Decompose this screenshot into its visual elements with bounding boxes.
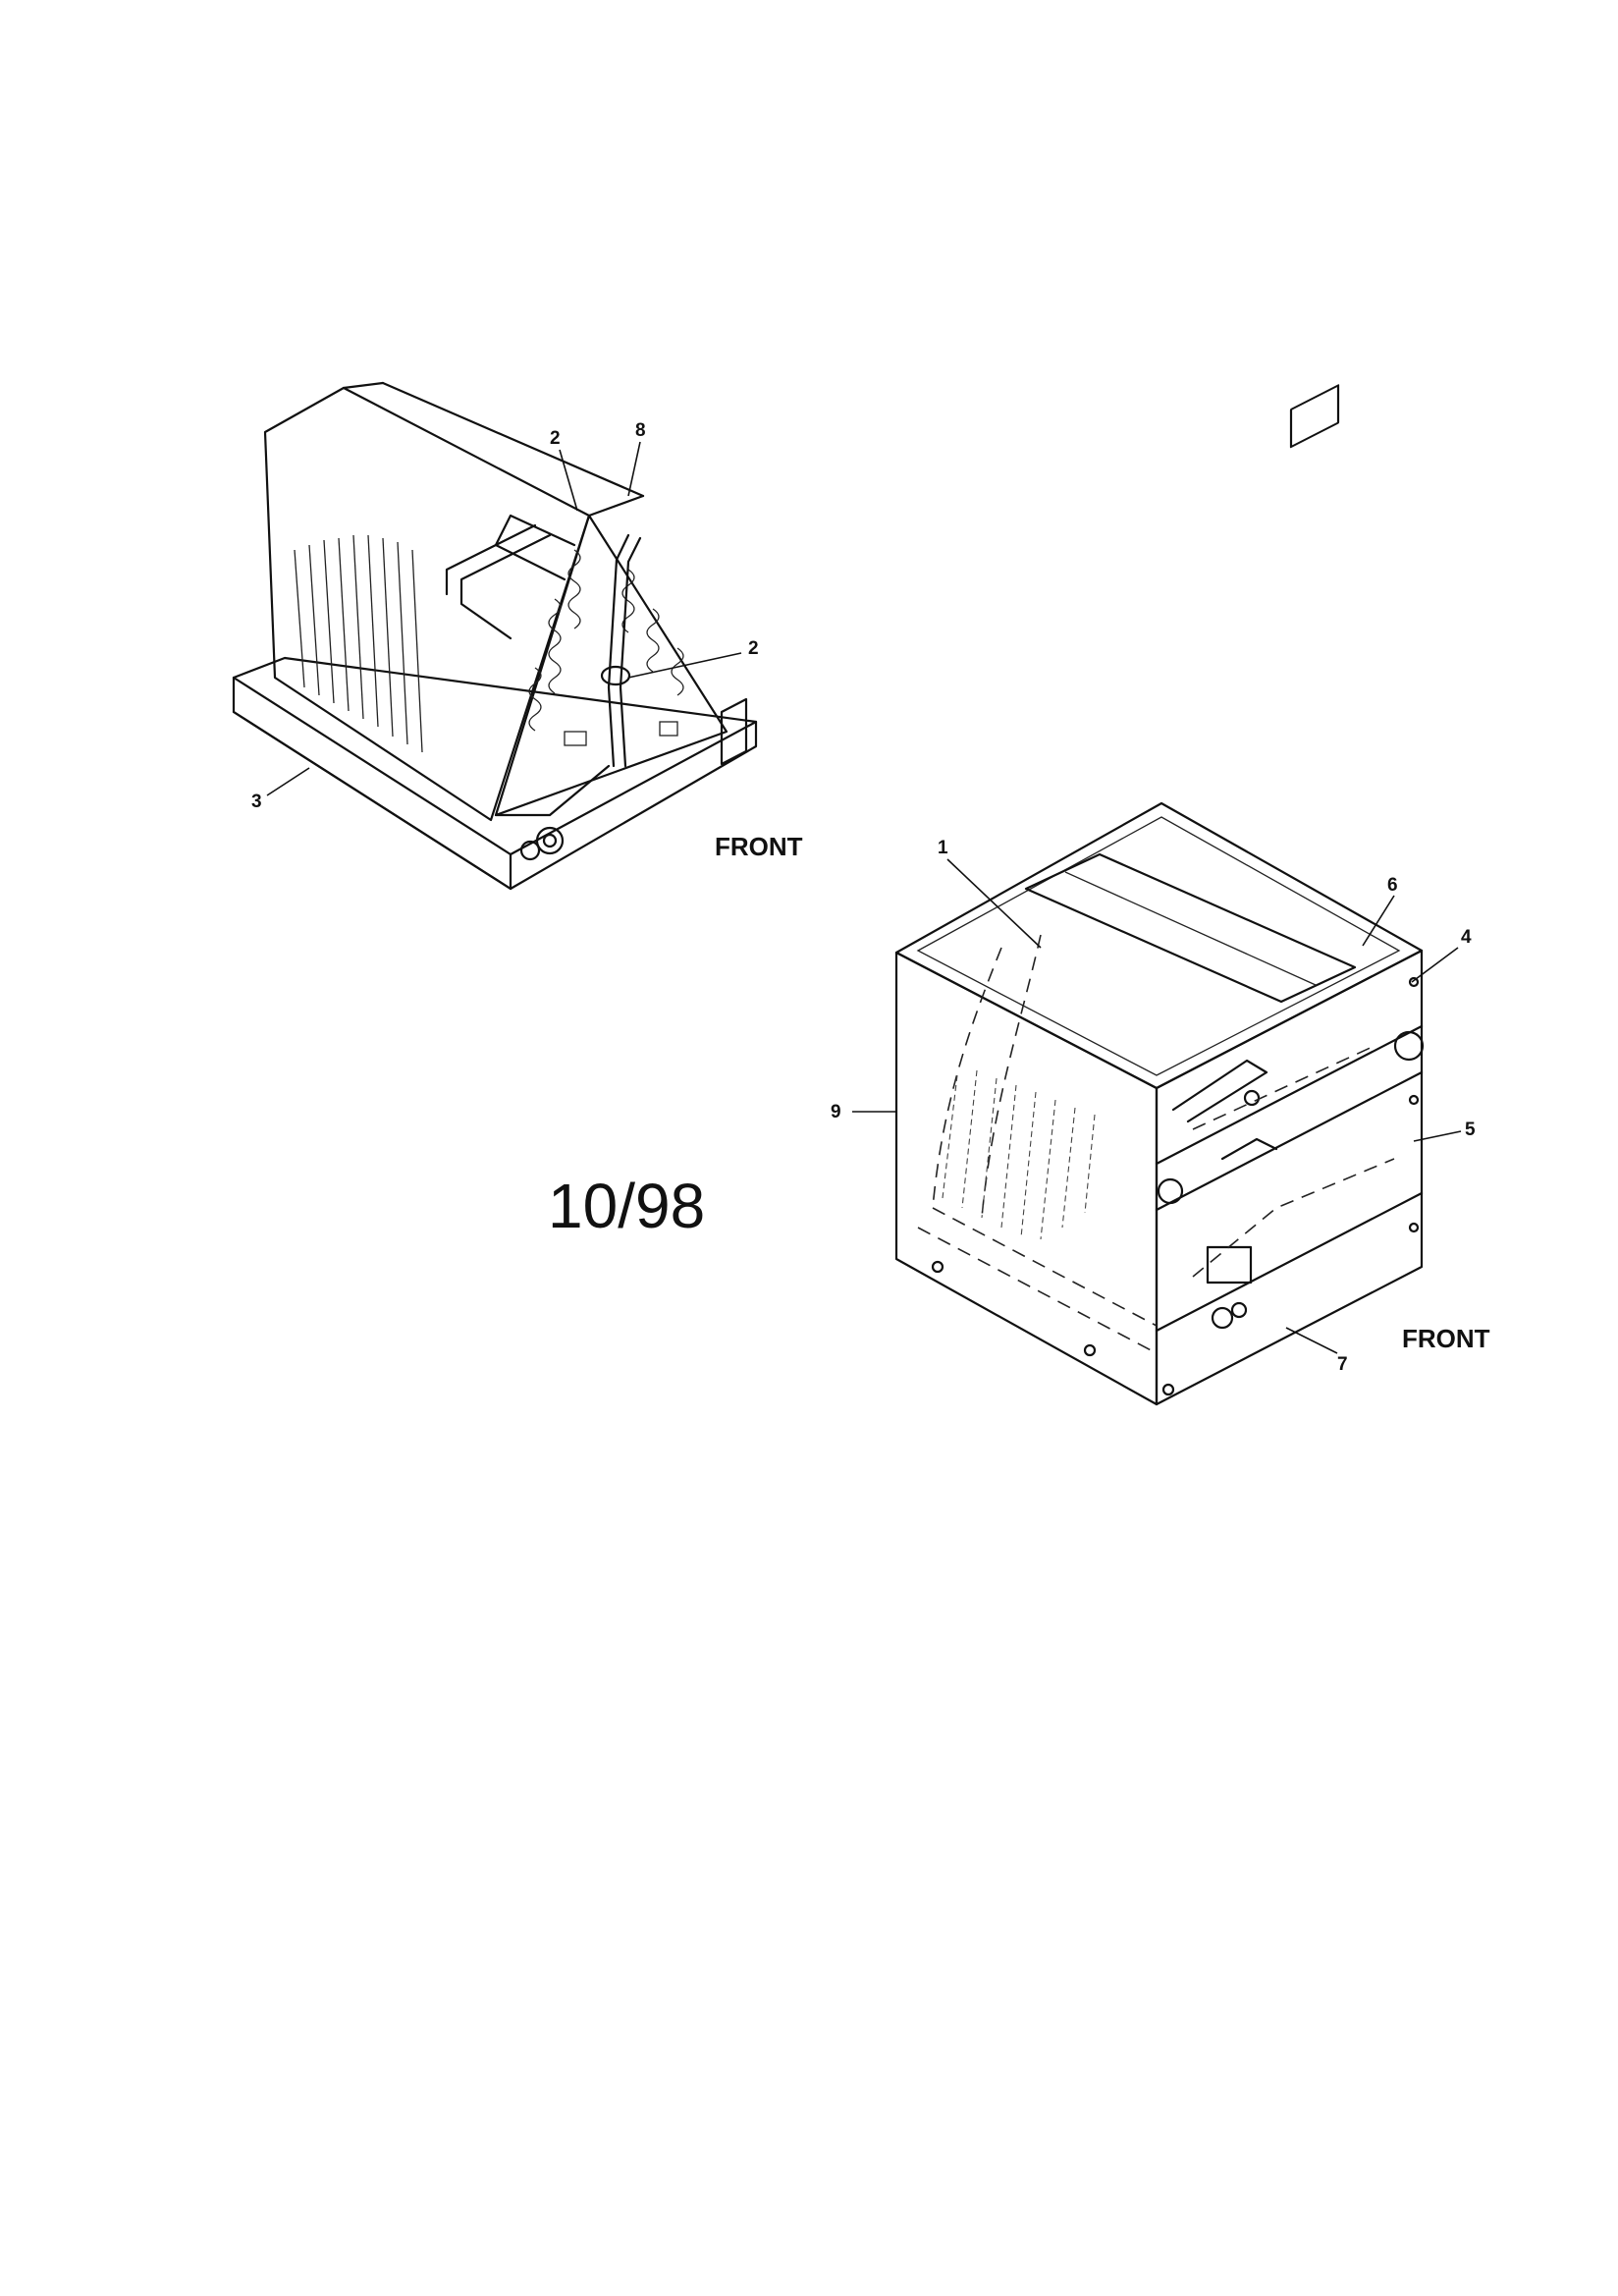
refrigerant-tubing xyxy=(445,514,642,817)
callout-leader-3 xyxy=(266,767,310,796)
callout-leader-6 xyxy=(1362,895,1395,947)
drain-pan xyxy=(232,656,758,891)
coil-front-label: FRONT xyxy=(715,832,803,861)
evaporator-coil-assembly: 2 8 2 3 FRONT xyxy=(232,381,803,891)
callout-leader-2a xyxy=(559,449,578,512)
callout-leader-1 xyxy=(946,858,1042,949)
callout-leader-2b xyxy=(627,652,742,679)
callout-2-top: 2 xyxy=(550,428,561,449)
callout-leader-5 xyxy=(1413,1130,1462,1142)
coil-end-plate xyxy=(494,514,728,817)
date-code: 10/98 xyxy=(548,1171,705,1241)
callout-4: 4 xyxy=(1461,927,1472,948)
cased-coil-cabinet: 1 6 4 5 9 7 FRONT xyxy=(831,384,1490,1406)
callout-2-right: 2 xyxy=(748,638,759,659)
callout-7: 7 xyxy=(1337,1354,1348,1375)
cabinet-front-label: FRONT xyxy=(1402,1324,1490,1353)
callout-leader-8 xyxy=(627,441,641,497)
coil-slab xyxy=(263,381,645,822)
callout-8: 8 xyxy=(635,420,646,441)
callout-5: 5 xyxy=(1465,1120,1476,1140)
callout-leader-4 xyxy=(1411,947,1459,983)
callout-1: 1 xyxy=(938,838,948,858)
callout-9: 9 xyxy=(831,1102,841,1122)
callout-6: 6 xyxy=(1387,875,1398,896)
callout-leader-7 xyxy=(1285,1327,1338,1354)
callout-3: 3 xyxy=(251,792,262,812)
